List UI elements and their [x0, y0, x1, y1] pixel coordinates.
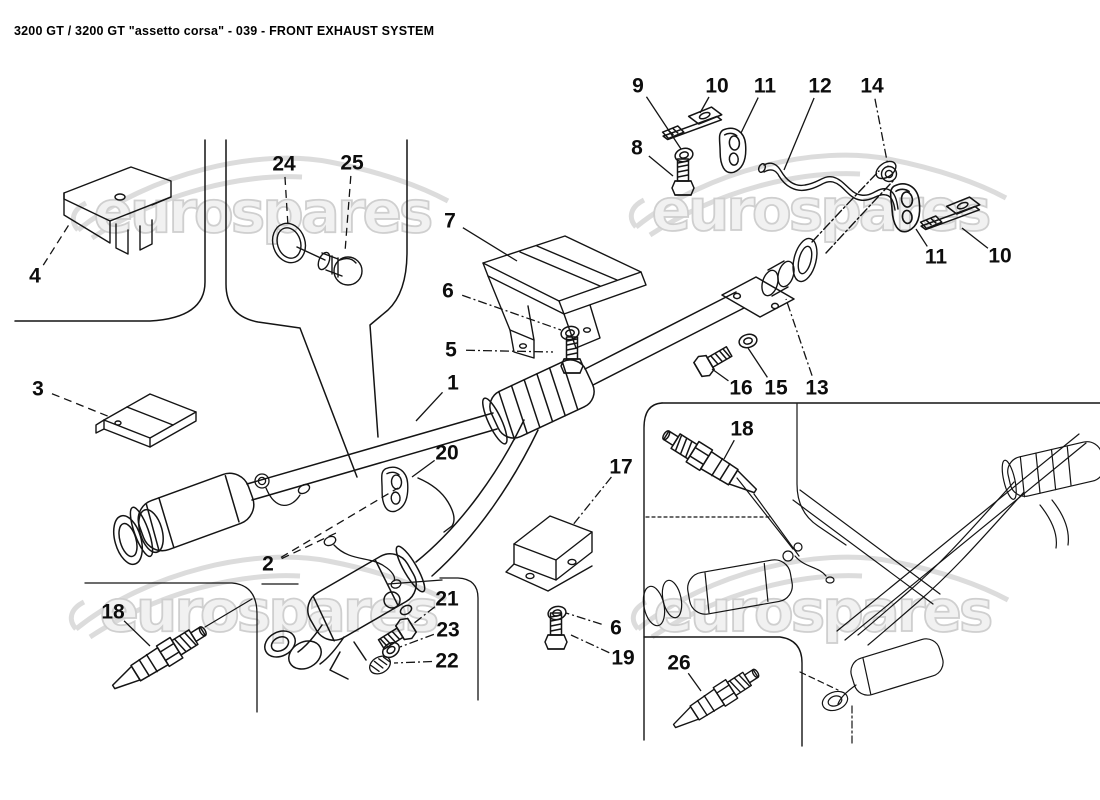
callout-21: 21: [435, 588, 459, 611]
leader-line-26: [687, 672, 702, 692]
callout-14: 14: [860, 75, 884, 98]
leader-line-14: [874, 98, 889, 167]
callout-10: 10: [988, 245, 1011, 268]
part-7-heat-shield: [482, 235, 647, 359]
leader-line-12: [783, 97, 815, 171]
leader-line-11: [740, 97, 759, 134]
section-boundaries: [84, 577, 479, 713]
inset-rear-view: [642, 403, 1100, 745]
leader-line-18: [723, 439, 735, 460]
leader-line-21: [412, 606, 436, 625]
leader-line-8: [648, 155, 674, 177]
callout-5: 5: [445, 339, 457, 362]
callout-11: 11: [754, 75, 777, 98]
sensor-18-install-line: [204, 598, 253, 628]
part-15-nut: [736, 331, 760, 351]
part-10-strap-left: [659, 105, 725, 141]
leader-line-7: [462, 227, 518, 262]
callout-26: 26: [667, 652, 690, 675]
leader-line-6: [565, 612, 602, 625]
part-20-mount: [379, 465, 455, 533]
part-17-bracket: [505, 515, 593, 592]
part-16-bolt: [691, 341, 736, 380]
page-title: 3200 GT / 3200 GT "assetto corsa" - 039 …: [14, 24, 435, 38]
part-4-bracket: [63, 166, 172, 255]
callout-11: 11: [925, 246, 948, 269]
watermark-text-layer: eurospares eurospares eurospares eurospares: [93, 175, 995, 646]
callout-12: 12: [808, 75, 831, 98]
leader-line-11: [915, 228, 928, 247]
part-12-hanger-rod: [757, 162, 899, 211]
callout-25: 25: [340, 152, 364, 175]
callout-7: 7: [444, 210, 456, 233]
callout-16: 16: [729, 377, 752, 400]
leader-line-17: [571, 476, 612, 527]
leader-line-10: [699, 96, 710, 114]
part-2-sensor-cables: [254, 473, 402, 589]
leader-line-19: [570, 634, 610, 654]
leader-line-22: [393, 660, 433, 664]
watermark-text-2: eurospares: [100, 577, 437, 645]
callout-layer: 4 3 24 25 7 6 5 1 20 2 9 8 10 11 12 14 11 10 16 15 13 17 6 19 18…: [29, 75, 1012, 692]
leader-line-9: [645, 96, 682, 150]
leader-line-16: [711, 368, 729, 382]
leader-line-20: [411, 459, 436, 478]
leader-line-15: [747, 347, 768, 378]
part-24-gasket-ring: [271, 222, 307, 264]
part-11-mount-left: [717, 126, 749, 175]
leader-line-4: [42, 222, 71, 266]
part-19-bolt: [544, 612, 568, 650]
leader-line-2: [281, 532, 337, 560]
leader-line-24: [284, 176, 289, 227]
part-1-front-pipes: [112, 276, 795, 680]
callout-9: 9: [632, 75, 644, 98]
callout-4: 4: [29, 265, 41, 288]
part-3-bracket: [95, 393, 197, 448]
callout-6: 6: [610, 617, 622, 640]
callout-8: 8: [631, 137, 643, 160]
part-25-plug: [296, 246, 363, 286]
part-22-seal-coil: [369, 655, 391, 675]
leader-line-6: [461, 294, 562, 331]
leader-line-1: [415, 391, 444, 422]
watermark-text-0: eurospares: [94, 178, 431, 246]
callout-15: 15: [764, 377, 788, 400]
body-outline-curves: [14, 139, 408, 478]
callout-24: 24: [272, 153, 296, 176]
leader-line-13: [785, 298, 813, 376]
callout-19: 19: [611, 647, 634, 670]
callout-18: 18: [730, 418, 754, 441]
leader-line-18: [123, 620, 151, 647]
leader-line-5: [465, 349, 554, 353]
callout-22: 22: [435, 650, 458, 673]
downpipe-and-clamp: [761, 160, 897, 297]
callout-13: 13: [805, 377, 828, 400]
callout-1: 1: [447, 372, 459, 395]
leader-line-3: [51, 393, 111, 418]
callout-18: 18: [101, 601, 125, 624]
callout-17: 17: [609, 456, 632, 479]
callout-10: 10: [705, 75, 728, 98]
leader-line-2: [280, 487, 399, 558]
leader-line-23: [399, 633, 435, 648]
callout-6: 6: [442, 280, 454, 303]
callout-2: 2: [262, 553, 274, 576]
leader-line-10: [961, 227, 989, 249]
watermark-text-3: eurospares: [654, 577, 991, 645]
inset-borders: [643, 402, 1100, 747]
watermark-text-1: eurospares: [652, 176, 989, 244]
callout-23: 23: [436, 619, 459, 642]
callout-20: 20: [435, 442, 458, 465]
callout-3: 3: [32, 378, 44, 401]
